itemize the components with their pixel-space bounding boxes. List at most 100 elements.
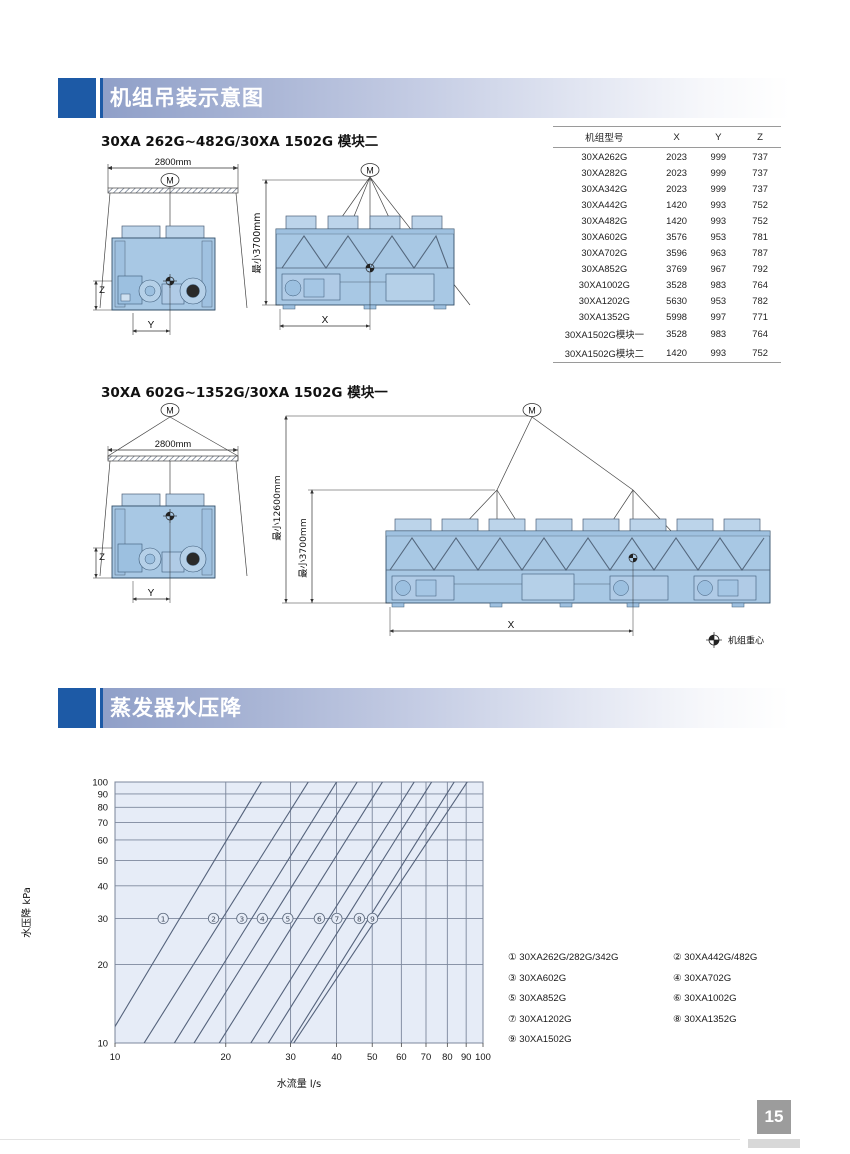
legend-item-5: ⑤ 30XA852G bbox=[508, 993, 567, 1004]
x-tick-label: 10 bbox=[110, 1051, 120, 1062]
chart-point-marker: 9 bbox=[366, 912, 379, 925]
y-tick-label: 60 bbox=[98, 834, 108, 845]
cell-value: 752 bbox=[739, 343, 781, 363]
cell-value: 782 bbox=[752, 294, 768, 306]
x-tick-label: 100 bbox=[475, 1051, 491, 1062]
cell-value: 5998 bbox=[666, 310, 687, 322]
cell-value: 2023 bbox=[666, 150, 687, 162]
cell-value: 967 bbox=[710, 262, 727, 274]
cell-value: 3528 bbox=[666, 278, 687, 290]
footer-divider bbox=[0, 1139, 740, 1140]
diagram-two-dim-x: X bbox=[508, 620, 515, 631]
cell-value: 5630 bbox=[666, 294, 687, 306]
chart-point-marker: 8 bbox=[353, 912, 365, 925]
legend-item-1: ① 30XA262G/282G/342G bbox=[508, 952, 619, 963]
diagram-two-span-label: 2800mm bbox=[155, 438, 192, 449]
col-y: Y bbox=[697, 126, 740, 148]
x-tick-label: 80 bbox=[442, 1051, 452, 1062]
svg-text:5: 5 bbox=[285, 915, 290, 924]
chart-point-marker: 6 bbox=[313, 912, 325, 925]
diagram-one-height-label: 最小3700mm bbox=[252, 213, 263, 274]
diagram-two-height-inner: 最小3700mm bbox=[298, 518, 309, 578]
section-header-lifting: 机组吊装示意图 bbox=[58, 78, 790, 118]
y-tick-label: 80 bbox=[98, 802, 108, 813]
legend-item-7: ⑦ 30XA1202G bbox=[508, 1013, 572, 1025]
legend-item-6: ⑥ 30XA1002G bbox=[673, 993, 737, 1004]
y-tick-label: 10 bbox=[98, 1037, 108, 1048]
cell-value: 953 bbox=[710, 294, 727, 306]
x-tick-label: 30 bbox=[285, 1051, 295, 1062]
cell-model: 30XA1202G bbox=[578, 294, 630, 306]
footer-bar bbox=[748, 1139, 800, 1148]
svg-text:7: 7 bbox=[335, 915, 340, 924]
cell-value: 771 bbox=[752, 310, 768, 322]
svg-text:2: 2 bbox=[211, 915, 216, 924]
svg-text:M: M bbox=[366, 166, 374, 176]
x-axis-title: 水流量 l/s bbox=[277, 1077, 322, 1090]
cell-value: 1420 bbox=[666, 214, 687, 226]
page-number: 15 bbox=[757, 1100, 791, 1134]
cell-value: 2023 bbox=[666, 182, 687, 194]
y-tick-label: 50 bbox=[98, 855, 108, 866]
cell-value: 787 bbox=[752, 246, 768, 258]
lifting-diagram-module-two: 2800mm M bbox=[90, 148, 540, 353]
cell-value: 737 bbox=[752, 182, 768, 194]
diagram-two-svg: M 2800mm bbox=[93, 403, 771, 648]
section-header-bar-2 bbox=[100, 688, 790, 728]
cell-model: 30XA482G bbox=[581, 214, 628, 226]
section-header-bar bbox=[100, 78, 790, 118]
cell-value: 993 bbox=[710, 198, 727, 210]
section-title-lifting: 机组吊装示意图 bbox=[110, 86, 264, 110]
diagram-one-dim-z: Z bbox=[99, 285, 105, 296]
center-of-gravity-marker-one-side bbox=[365, 263, 375, 273]
cell-value: 3769 bbox=[666, 262, 687, 274]
chart-point-marker: 1 bbox=[157, 912, 169, 925]
cell-value: 963 bbox=[710, 246, 727, 258]
diagram-two-height-outer: 最小12600mm bbox=[272, 475, 283, 541]
legend-item-9: ⑨ 30XA1502G bbox=[508, 1034, 572, 1045]
svg-text:9: 9 bbox=[370, 915, 375, 924]
diagram-two-subtitle: 30XA 602G~1352G/30XA 1502G 模块一 bbox=[101, 385, 388, 401]
legend-item-2: ② 30XA442G/482G bbox=[673, 952, 758, 963]
diagram-one-span-label: 2800mm bbox=[155, 156, 192, 167]
chart-point-marker: 2 bbox=[207, 912, 220, 925]
cell-model: 30XA1002G bbox=[578, 278, 630, 290]
cell-value: 3596 bbox=[666, 246, 687, 258]
legend-item-3: ③ 30XA602G bbox=[508, 972, 567, 984]
col-model: 机组型号 bbox=[553, 126, 656, 148]
svg-text:8: 8 bbox=[357, 915, 362, 924]
diagram-one-svg: 2800mm M bbox=[93, 156, 471, 335]
cog-legend: 机组重心 bbox=[706, 632, 764, 648]
svg-text:6: 6 bbox=[317, 915, 322, 924]
cell-value: 3528 bbox=[666, 328, 687, 339]
cell-model: 30XA442G bbox=[581, 198, 628, 210]
cell-value: 781 bbox=[752, 230, 768, 242]
cell-value: 752 bbox=[752, 214, 768, 226]
section-title-pressure-drop: 蒸发器水压降 bbox=[110, 696, 242, 720]
svg-text:M: M bbox=[166, 406, 174, 416]
cell-model: 30XA282G bbox=[581, 166, 628, 178]
diagram-one-dim-y: Y bbox=[148, 320, 155, 331]
section-header-tab-2 bbox=[58, 688, 96, 728]
cell-model: 30XA262G bbox=[581, 150, 628, 162]
cell-model: 30XA702G bbox=[581, 246, 628, 258]
col-x: X bbox=[655, 126, 698, 148]
cell-value: 752 bbox=[752, 198, 768, 210]
cell-value: 999 bbox=[710, 182, 727, 194]
cell-model: 30XA342G bbox=[581, 182, 628, 194]
cog-legend-label: 机组重心 bbox=[728, 635, 764, 647]
x-tick-label: 50 bbox=[367, 1051, 377, 1062]
x-tick-label: 70 bbox=[421, 1051, 431, 1062]
x-tick-label: 40 bbox=[331, 1051, 341, 1062]
cell-model: 30XA852G bbox=[581, 262, 628, 274]
